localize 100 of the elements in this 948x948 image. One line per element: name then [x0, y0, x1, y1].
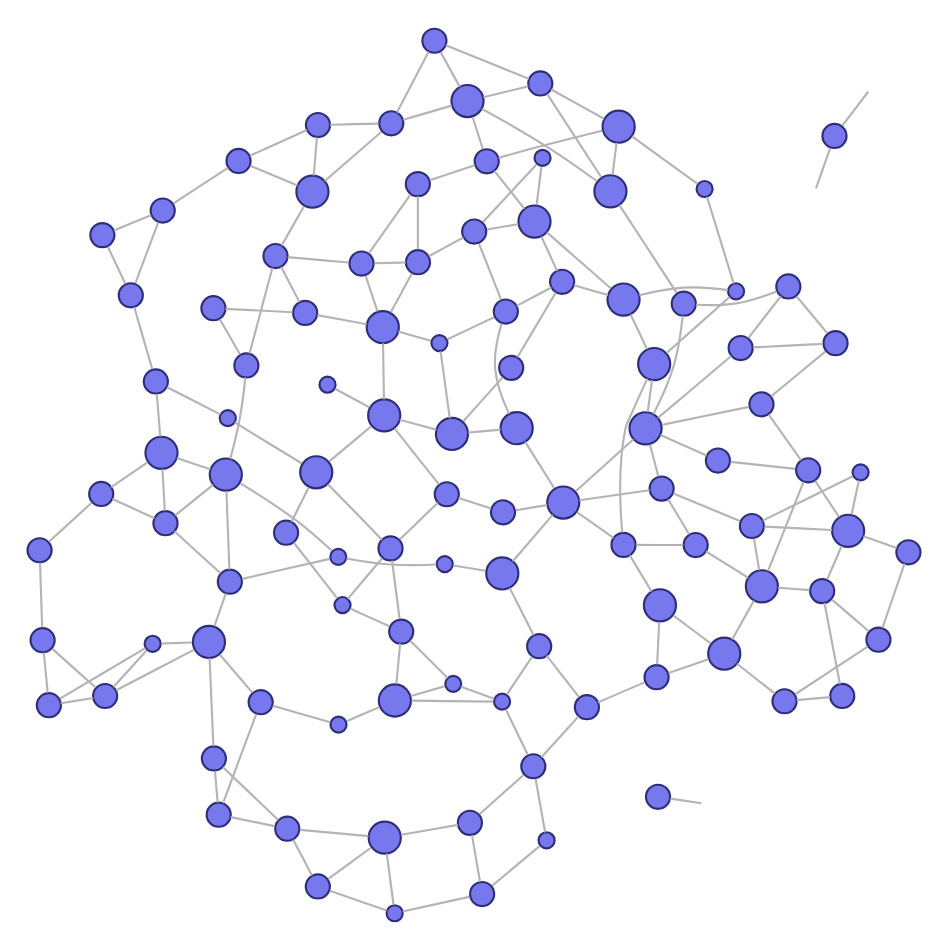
- connector: [248, 266, 274, 353]
- connector: [656, 620, 661, 664]
- connector: [381, 342, 385, 399]
- connector: [429, 163, 476, 181]
- connector: [546, 92, 603, 177]
- connector: [219, 653, 254, 693]
- connector: [498, 128, 603, 158]
- node-circle: [738, 511, 766, 539]
- node-circle: [469, 879, 496, 907]
- node-circle: [648, 474, 675, 501]
- connector: [766, 480, 805, 571]
- node-circle: [610, 530, 637, 557]
- node-circle: [378, 109, 405, 136]
- connector: [778, 585, 810, 591]
- connector: [324, 130, 382, 181]
- connector: [794, 644, 869, 695]
- node-circle: [829, 681, 856, 709]
- connector: [350, 606, 390, 627]
- node-circle: [809, 577, 836, 604]
- node-circle: [644, 782, 672, 809]
- connector: [486, 222, 519, 230]
- node-circle: [682, 530, 709, 558]
- connector: [396, 50, 430, 112]
- connector: [665, 295, 731, 353]
- node-circle: [304, 110, 332, 138]
- connector: [299, 827, 369, 837]
- connector: [292, 838, 313, 875]
- connector: [611, 141, 618, 175]
- node-circle: [821, 121, 848, 149]
- connector: [493, 169, 526, 209]
- connector: [155, 392, 162, 436]
- connector: [328, 424, 372, 462]
- connector: [636, 542, 684, 546]
- connector: [672, 613, 712, 644]
- node-circle: [444, 673, 463, 692]
- node-circle: [498, 353, 525, 380]
- connector: [753, 341, 823, 348]
- node-circle: [200, 294, 227, 321]
- node-circle: [385, 903, 404, 922]
- connector: [402, 103, 453, 120]
- connector: [173, 165, 229, 204]
- node-circle: [377, 682, 412, 717]
- node-circle: [433, 480, 460, 507]
- connector: [399, 417, 437, 430]
- connector: [249, 128, 308, 156]
- connector: [841, 90, 870, 126]
- connector: [239, 481, 333, 551]
- connector: [399, 500, 439, 540]
- node-circle: [499, 410, 534, 445]
- connector: [174, 483, 214, 516]
- node-circle: [142, 367, 169, 394]
- node-circle: [152, 509, 179, 536]
- node-circle: [637, 345, 672, 381]
- node-circle: [593, 173, 628, 208]
- connector: [648, 443, 660, 476]
- node-circle: [549, 267, 576, 294]
- node-circle: [895, 538, 922, 565]
- node-circle: [367, 397, 402, 432]
- node-circle: [191, 623, 227, 659]
- node-circle: [533, 147, 552, 166]
- connector: [639, 285, 729, 296]
- node-circle: [707, 635, 742, 670]
- connector: [374, 260, 406, 264]
- connector: [762, 474, 854, 521]
- connector: [826, 544, 843, 579]
- connector: [166, 385, 221, 415]
- connector: [546, 230, 612, 289]
- node-circle: [489, 498, 517, 525]
- node-circle: [748, 390, 775, 417]
- connector: [505, 655, 533, 695]
- node-circle: [295, 173, 330, 208]
- connector: [491, 844, 541, 886]
- connector: [368, 192, 412, 253]
- node-circle: [642, 587, 678, 622]
- connector: [515, 503, 548, 511]
- connector: [482, 162, 537, 222]
- node-circle: [348, 249, 375, 276]
- connector: [478, 242, 503, 299]
- connector: [767, 413, 802, 460]
- node-circle: [492, 691, 512, 710]
- node-circle: [573, 693, 601, 720]
- connector: [428, 235, 464, 257]
- connector: [550, 87, 605, 119]
- connector: [317, 313, 367, 325]
- connector: [287, 255, 349, 263]
- connector: [535, 165, 543, 205]
- connector: [416, 195, 419, 249]
- node-circle: [727, 333, 754, 361]
- node-circle: [601, 108, 636, 143]
- connector: [652, 314, 684, 414]
- connector: [881, 562, 906, 628]
- node-circle: [329, 714, 348, 733]
- node-circle: [473, 147, 500, 174]
- node-circle: [365, 309, 400, 344]
- connector: [346, 556, 437, 566]
- connector: [705, 549, 749, 578]
- node-circle: [485, 555, 520, 590]
- node-circle: [628, 410, 663, 445]
- node-circle: [218, 408, 237, 427]
- connector: [280, 205, 305, 245]
